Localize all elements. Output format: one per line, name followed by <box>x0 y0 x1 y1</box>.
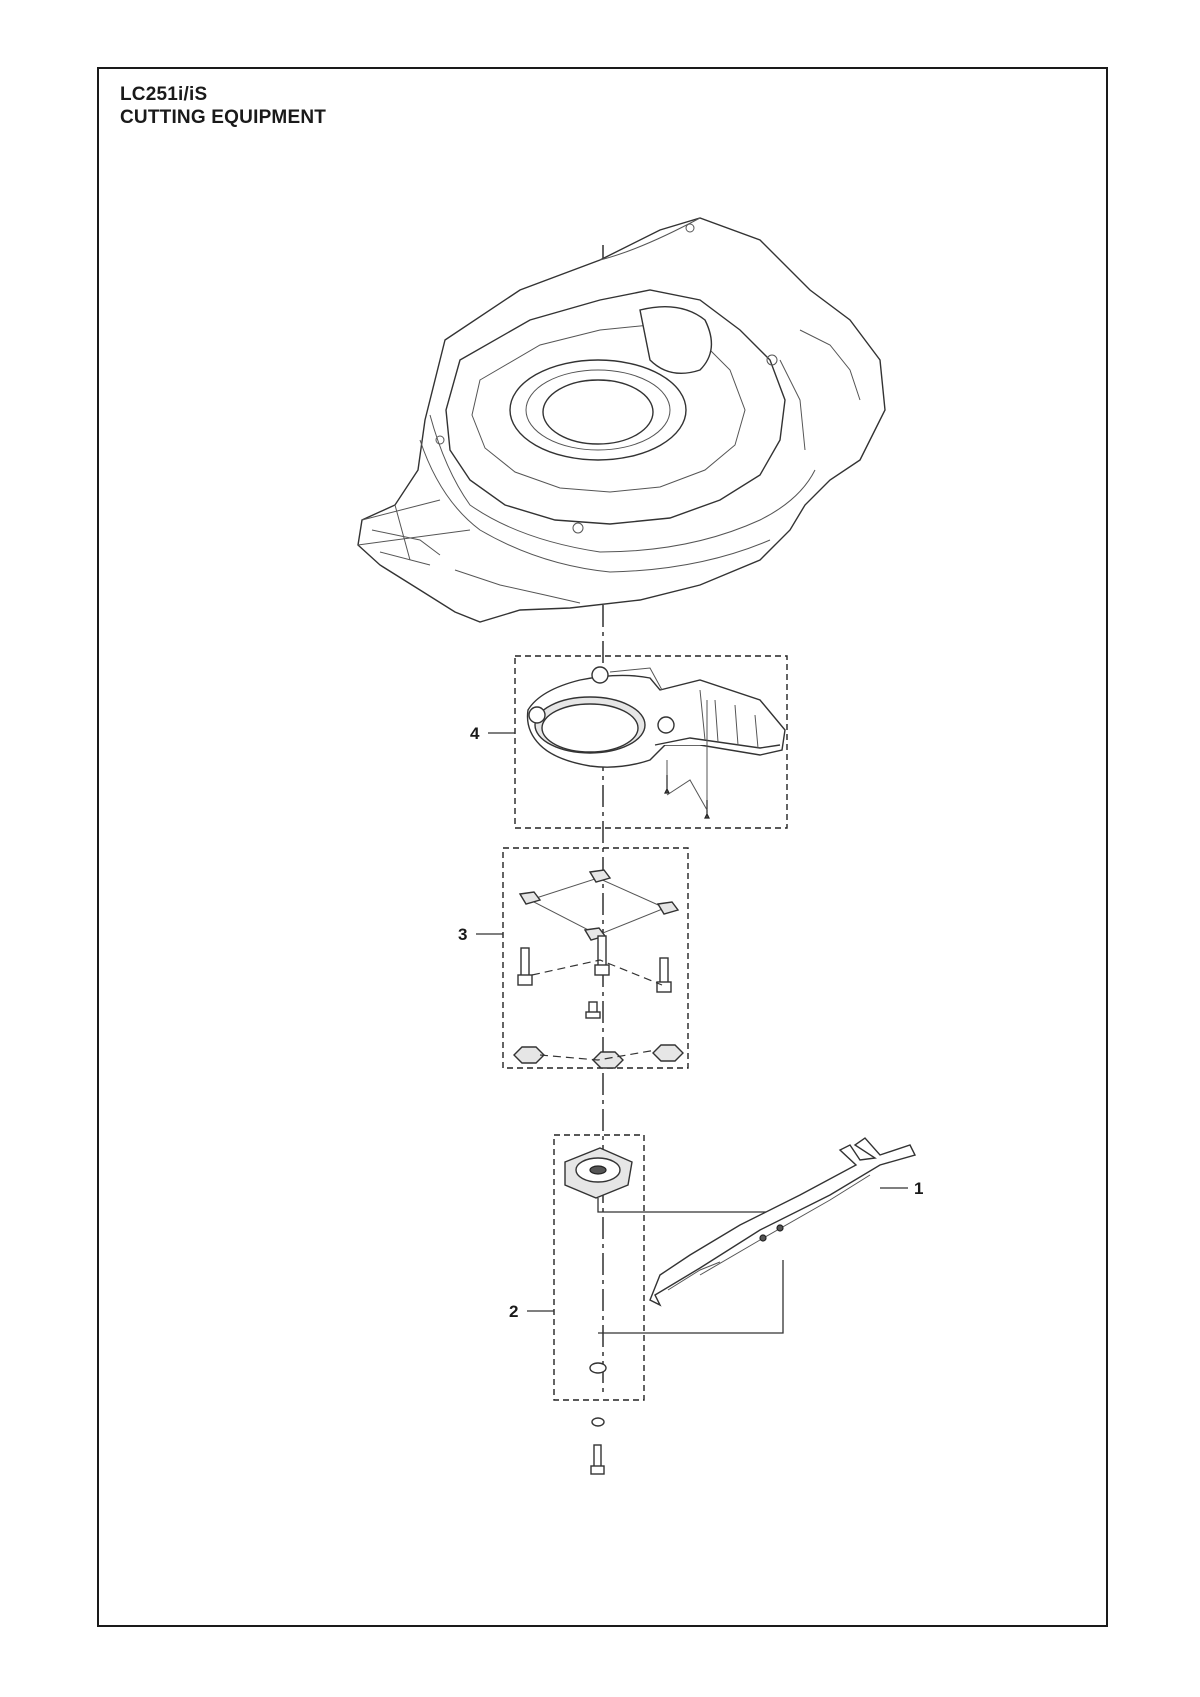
model-title: LC251i/iS <box>120 84 208 105</box>
section-title: CUTTING EQUIPMENT <box>120 107 327 128</box>
deflector-part <box>526 666 786 819</box>
page-frame <box>97 67 1108 1627</box>
callout-1-label: 1 <box>914 1179 923 1198</box>
fastener-kit-part <box>513 869 684 1069</box>
deflector-group-box <box>514 655 788 829</box>
callout-4-label: 4 <box>470 724 480 743</box>
mower-deck-housing <box>357 217 886 623</box>
callout-2-label: 2 <box>509 1302 518 1321</box>
blade-holder-part <box>564 1147 784 1475</box>
blade-part <box>649 1137 917 1307</box>
fastener-kit-group-box <box>502 847 689 1069</box>
blade-holder-group-box <box>553 1134 645 1401</box>
callout-3-label: 3 <box>458 925 467 944</box>
